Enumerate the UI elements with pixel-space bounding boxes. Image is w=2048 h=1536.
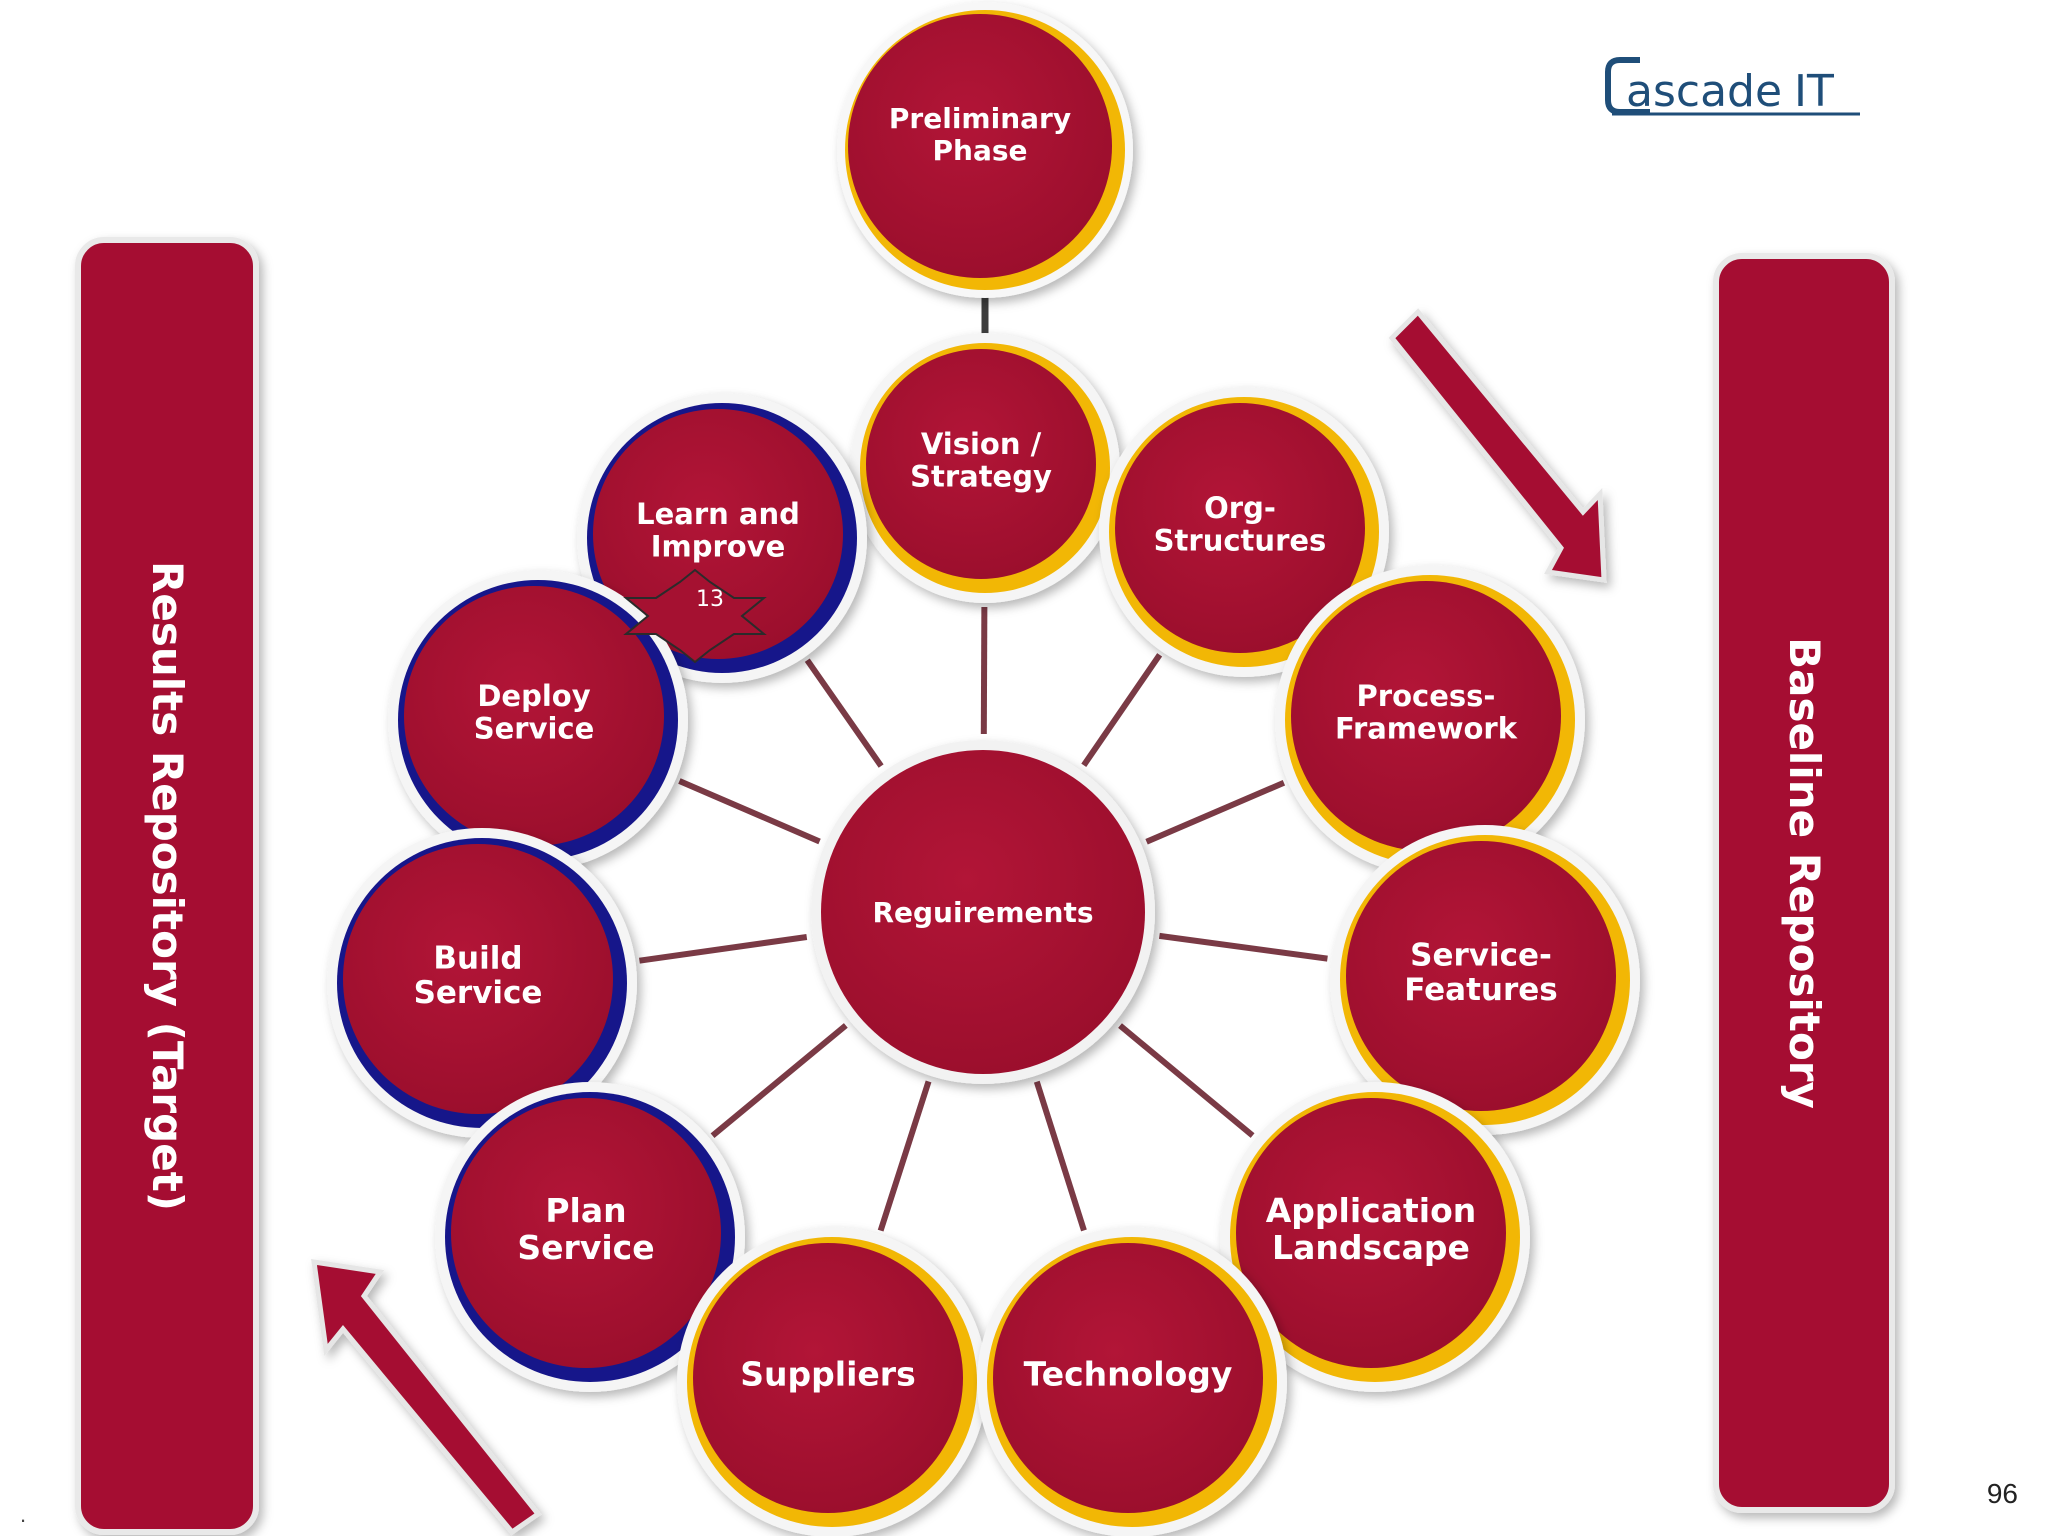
baseline-repository-label: Baseline Repository bbox=[1780, 637, 1829, 1109]
node-org: Org-Structures bbox=[1099, 387, 1389, 677]
node-application-line-1: Application bbox=[1266, 1191, 1477, 1230]
spoke-deploy bbox=[678, 778, 821, 845]
node-technology-line-1: Technology bbox=[1024, 1355, 1233, 1394]
node-build-line-1: Build bbox=[433, 940, 522, 976]
results-repository-label: Results Repository (Target) bbox=[143, 561, 192, 1211]
corner-mark: . bbox=[20, 1502, 27, 1527]
preliminary-phase-node: Preliminary Phase bbox=[837, 2, 1133, 298]
step-number-badge: 13 bbox=[623, 568, 767, 664]
spoke-process bbox=[1145, 779, 1286, 845]
logo-accent: IT bbox=[1794, 66, 1834, 117]
spoke-technology bbox=[1033, 1080, 1087, 1232]
node-vision: Vision /Strategy bbox=[850, 333, 1120, 603]
logo-text: ascade bbox=[1626, 66, 1782, 117]
cascade-it-logo: ascade IT bbox=[1605, 57, 1860, 117]
preliminary-line-2: Phase bbox=[932, 134, 1027, 167]
logo-c-icon bbox=[1605, 57, 1650, 115]
arrow-down-right-icon bbox=[1388, 308, 1607, 583]
node-org-line-2: Structures bbox=[1154, 523, 1327, 557]
node-service-features-line-2: Features bbox=[1404, 972, 1558, 1008]
requirements-label: Reguirements bbox=[872, 896, 1093, 929]
spoke-suppliers bbox=[877, 1080, 932, 1232]
node-process-line-1: Process- bbox=[1357, 679, 1496, 713]
spoke-learn bbox=[804, 658, 884, 768]
node-technology: Technology bbox=[977, 1227, 1287, 1536]
node-process: Process-Framework bbox=[1275, 565, 1585, 875]
node-vision-line-2: Strategy bbox=[910, 459, 1052, 493]
node-vision-line-1: Vision / bbox=[921, 427, 1042, 461]
node-plan-line-2: Service bbox=[517, 1228, 654, 1267]
spoke-vision bbox=[980, 606, 988, 735]
node-process-line-2: Framework bbox=[1335, 711, 1518, 745]
requirements-node: Reguirements bbox=[811, 740, 1155, 1084]
spoke-application bbox=[1118, 1023, 1255, 1138]
spoke-build bbox=[639, 934, 808, 964]
node-org-line-1: Org- bbox=[1204, 491, 1276, 525]
node-deploy-line-1: Deploy bbox=[477, 679, 590, 713]
node-suppliers-line-1: Suppliers bbox=[740, 1355, 915, 1394]
results-repository: Results Repository (Target) bbox=[75, 237, 259, 1535]
spoke-service-features bbox=[1158, 932, 1328, 962]
node-service-features-line-1: Service- bbox=[1410, 937, 1552, 973]
badge-text: 13 bbox=[696, 587, 724, 612]
arrow-up-left-icon bbox=[311, 1259, 542, 1536]
node-learn-line-2: Improve bbox=[651, 529, 786, 563]
spoke-org bbox=[1081, 653, 1163, 767]
node-build-line-2: Service bbox=[414, 975, 543, 1011]
spokes bbox=[639, 606, 1328, 1232]
node-plan-line-1: Plan bbox=[545, 1191, 626, 1230]
node-application-line-2: Landscape bbox=[1272, 1228, 1470, 1267]
node-suppliers: Suppliers bbox=[677, 1227, 987, 1536]
node-service-features: Service-Features bbox=[1330, 825, 1640, 1135]
page-number: 96 bbox=[1986, 1478, 2018, 1509]
node-learn-line-1: Learn and bbox=[636, 497, 800, 531]
preliminary-line-1: Preliminary bbox=[889, 102, 1071, 135]
spoke-plan bbox=[710, 1023, 848, 1138]
node-deploy-line-2: Service bbox=[474, 711, 595, 745]
baseline-repository: Baseline Repository bbox=[1713, 253, 1895, 1513]
